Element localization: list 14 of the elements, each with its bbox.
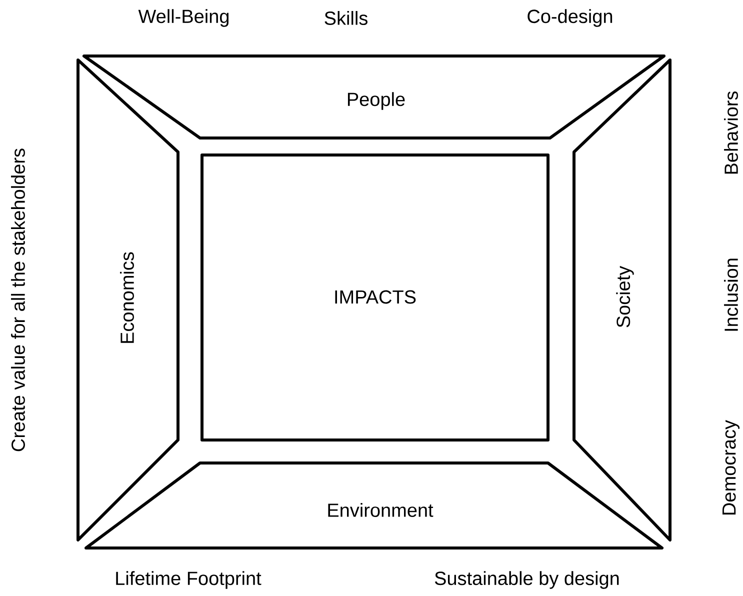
category-label: Democracy	[722, 420, 740, 514]
trapezoid-panel: Economics	[76, 58, 180, 542]
trapezoid-panel: Society	[572, 58, 672, 542]
trapezoid-panel: Environment	[84, 462, 664, 550]
category-label: Behaviors	[724, 91, 738, 174]
category-label: Inclusion	[724, 258, 738, 331]
category-label: Sustainable by design	[434, 571, 619, 589]
category-label: Well-Being	[138, 9, 229, 27]
square-box: IMPACTS	[200, 154, 550, 442]
trapezoid-panel: People	[82, 54, 666, 140]
category-label: Create value for all the stakeholders	[11, 148, 25, 452]
category-label: Co-design	[528, 9, 612, 27]
category-label: Lifetime Footprint	[116, 571, 262, 589]
category-label: Skills	[324, 11, 368, 25]
